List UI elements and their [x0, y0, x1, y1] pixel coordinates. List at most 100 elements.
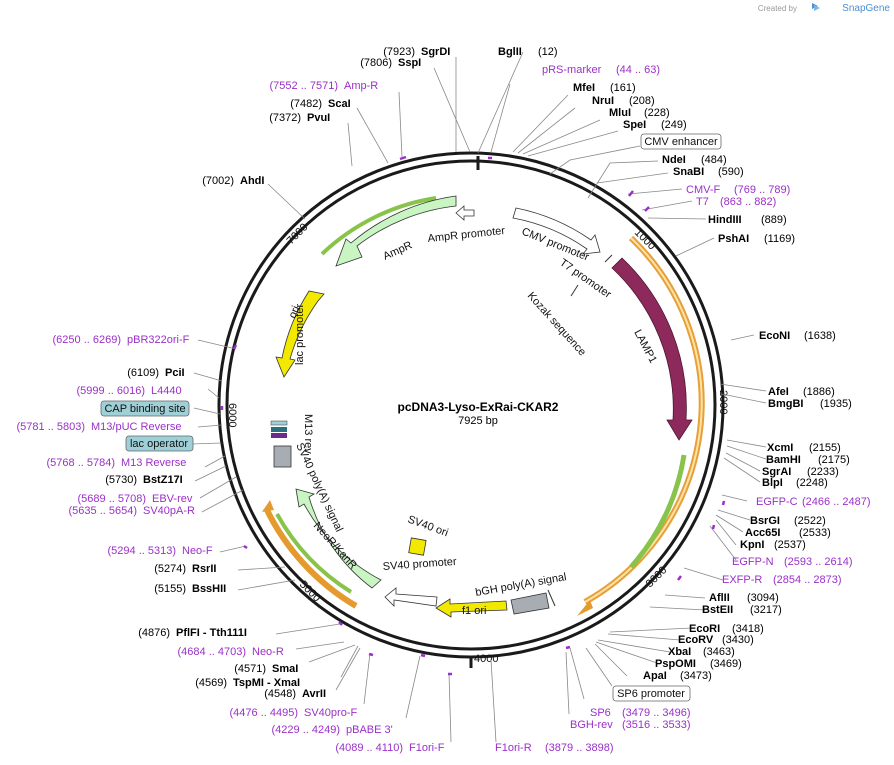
sv40-promoter-arrow: [384, 587, 438, 607]
site-pos: (3473): [680, 670, 712, 682]
primer-range: (3879 .. 3898): [545, 742, 614, 754]
site-pos: (7372): [269, 112, 301, 124]
site-pos: (1935): [820, 398, 852, 410]
site-pos: (4876): [138, 627, 170, 639]
primer-range: (44 .. 63): [616, 64, 660, 76]
site-pos: (5274): [154, 563, 186, 575]
ampr-label: AmpR: [381, 239, 414, 262]
cmv-enhancer-box: [640, 133, 722, 150]
site-pos: (7002): [202, 175, 234, 187]
primer-range: (5294 .. 5313): [108, 545, 177, 557]
primer-f1ori-f: F1ori-F: [409, 742, 445, 754]
primer-l4440: L4440: [151, 385, 182, 397]
cap-site-mark: [270, 420, 288, 426]
green-track-right: [629, 454, 687, 569]
site-bsshii: BssHII: [192, 583, 226, 595]
primer-labels: (7552 .. 7571) Amp-R pRS-marker (44 .. 6…: [17, 64, 871, 754]
primer-pbr322ori-f: pBR322ori-F: [127, 334, 190, 346]
site-mfei: MfeI: [573, 82, 595, 94]
lamp1-arrow: [611, 257, 693, 441]
boxed-features: CMV enhancer CAP binding site lac operat…: [100, 133, 722, 702]
site-pos: (7482): [290, 98, 322, 110]
sv40-promoter-label: SV40 promoter: [382, 556, 457, 573]
site-pos: (2248): [796, 477, 828, 489]
site-pos: (7923): [383, 46, 415, 58]
site-scai: ScaI: [328, 98, 351, 110]
site-aflii: AflII: [709, 592, 730, 604]
cmv-promoter-arrow: [512, 207, 601, 255]
site-ecori: EcoRI: [689, 623, 720, 635]
site-pos: (2522): [794, 515, 826, 527]
primer-range: (6250 .. 6269): [53, 334, 122, 346]
site-sspi: SspI: [398, 57, 421, 69]
ampr-arrow: [335, 195, 457, 267]
bgh-label: bGH poly(A) signal: [474, 571, 567, 599]
primer-range: (2466 .. 2487): [802, 496, 871, 508]
site-ndei: NdeI: [662, 154, 686, 166]
site-pos: (3094): [747, 592, 779, 604]
lac-operator-label: lac operator: [130, 438, 188, 450]
site-hindiii: HindIII: [708, 214, 742, 226]
primer-pbabe-3: pBABE 3': [346, 724, 393, 736]
bgh-box: [510, 592, 550, 615]
cap-binding-site-label: CAP binding site: [104, 403, 185, 415]
site-smai: SmaI: [272, 663, 298, 675]
primer-sv40pro-f: SV40pro-F: [304, 707, 357, 719]
site-ecorv: EcoRV: [678, 634, 714, 646]
ori-label: ori: [287, 304, 303, 320]
site-bstz17i: BstZ17I: [143, 474, 183, 486]
site-sgrdi: SgrDI: [421, 46, 450, 58]
primer-egfp-c: EGFP-C: [756, 496, 798, 508]
site-nrui: NruI: [592, 95, 614, 107]
primer-range: (4476 .. 4495): [230, 707, 299, 719]
neor-arrow: [295, 488, 382, 589]
site-mlui: MluI: [609, 107, 631, 119]
primer-range: (5768 .. 5784): [47, 457, 116, 469]
site-pcii: PciI: [165, 367, 185, 379]
site-tspmi-xmai: TspMI - XmaI: [233, 677, 300, 689]
primer-range: (3479 .. 3496): [622, 707, 691, 719]
primer-range: (5635 .. 5654): [69, 505, 138, 517]
sv40-polya-box: [273, 445, 292, 468]
t7-promoter-mark: [604, 254, 613, 263]
leader-lines: [191, 51, 767, 743]
site-pos: (5730): [105, 474, 137, 486]
site-pos: (3463): [703, 646, 735, 658]
sp6-promoter-box: [612, 685, 691, 702]
site-spei: SpeI: [623, 119, 646, 131]
orange-track-left: [263, 506, 358, 609]
site-econi: EcoNI: [759, 330, 790, 342]
primer-egfp-n: EGFP-N: [732, 556, 774, 568]
site-pos: (2537): [774, 539, 806, 551]
primer-f1ori-r: F1ori-R: [495, 742, 532, 754]
kozak-mark: [570, 284, 579, 297]
site-pos: (2233): [807, 466, 839, 478]
orange-track-right-arrow: [577, 600, 593, 616]
primer-amp-r: Amp-R: [344, 80, 378, 92]
primer-sp6: SP6: [590, 707, 611, 719]
site-pos: (208): [629, 95, 655, 107]
plasmid-length: 7925 bp: [458, 415, 498, 427]
t7-promoter-label: T7 promoter: [557, 257, 613, 301]
ampr-promoter-arrow: [455, 205, 475, 221]
tick-label-3000: 3000: [644, 564, 670, 590]
watermark-brand: SnapGene: [842, 3, 890, 14]
cap-binding-site-box: [100, 400, 190, 417]
site-pos: (6109): [127, 367, 159, 379]
backbone-inner-ring: [225, 159, 717, 651]
site-pshai: PshAI: [718, 233, 749, 245]
site-pos: (4569): [195, 677, 227, 689]
primer-range: (4229 .. 4249): [272, 724, 341, 736]
site-pos: (3469): [710, 658, 742, 670]
cmv-enhancer-label: CMV enhancer: [644, 136, 718, 148]
site-xbai: XbaI: [668, 646, 691, 658]
site-pos: (3217): [750, 604, 782, 616]
site-blpi: BlpI: [762, 477, 783, 489]
primer-t7: T7: [696, 196, 709, 208]
site-pos: (2175): [818, 454, 850, 466]
site-pos: (5155): [154, 583, 186, 595]
green-track-left: [275, 513, 353, 594]
site-pos: (484): [701, 154, 727, 166]
primer-neo-r: Neo-R: [252, 646, 284, 658]
